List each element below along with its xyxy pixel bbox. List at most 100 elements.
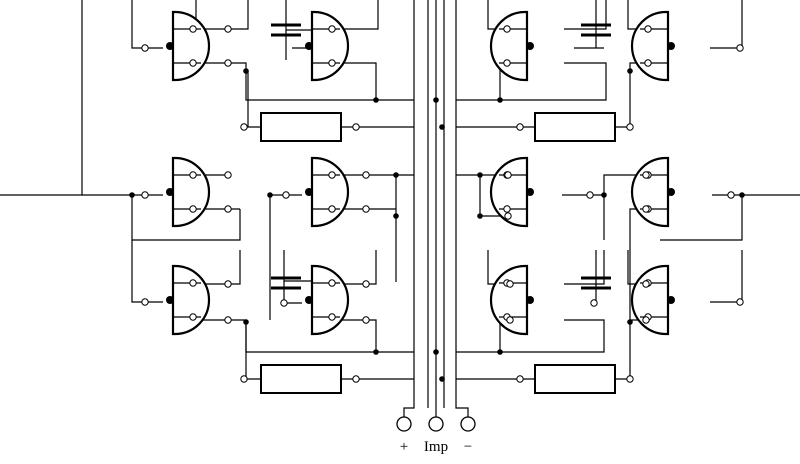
gate-body [171, 10, 211, 82]
pin [642, 316, 650, 324]
pin [516, 123, 524, 131]
wire [193, 62, 414, 101]
nand-gate [489, 10, 534, 82]
wire [193, 319, 414, 353]
pin [282, 191, 290, 199]
gate-body [489, 264, 529, 336]
pin [328, 313, 336, 321]
nand-gate [166, 10, 211, 82]
pin [240, 123, 248, 131]
wire [0, 0, 83, 196]
junction-dot [477, 172, 483, 178]
gate-output-bubble [526, 296, 534, 304]
pin [141, 44, 149, 52]
junction-dot [373, 349, 379, 355]
pin [189, 25, 197, 33]
wire [334, 250, 377, 285]
gate-body [630, 264, 670, 336]
pin [328, 59, 336, 67]
pin [626, 123, 634, 131]
nand-gate [489, 264, 534, 336]
junction-dot [497, 97, 503, 103]
pin [224, 316, 232, 324]
pin [224, 280, 232, 288]
gate-output-bubble [667, 42, 675, 50]
gate-output-bubble [305, 296, 313, 304]
pin [503, 25, 511, 33]
wire [283, 250, 312, 282]
pin [362, 205, 370, 213]
wire [562, 194, 605, 240]
gate-body [630, 10, 670, 82]
gate-body [310, 264, 350, 336]
pin [586, 191, 594, 199]
pin [240, 375, 248, 383]
pin [141, 298, 149, 306]
wire [455, 0, 469, 417]
wire [660, 195, 743, 241]
junction-dot [267, 192, 273, 198]
gate-output-bubble [166, 42, 174, 50]
pin [644, 25, 652, 33]
wire [334, 319, 377, 352]
terminal-minus-label: − [464, 439, 472, 455]
terminal-plus[interactable] [396, 416, 412, 432]
pin [644, 59, 652, 67]
pin [506, 280, 514, 288]
wire [334, 62, 377, 100]
terminal-imp[interactable] [428, 416, 444, 432]
pin [352, 375, 360, 383]
pin [504, 171, 512, 179]
wire [710, 250, 743, 303]
pin [727, 191, 735, 199]
wire [131, 0, 163, 49]
pin [362, 171, 370, 179]
pin [503, 205, 511, 213]
junction-dots [129, 68, 745, 382]
resistor [260, 364, 342, 394]
nand-gate [630, 156, 675, 228]
gate-output-bubble [166, 188, 174, 196]
nand-gate [305, 264, 350, 336]
junction-dot [393, 172, 399, 178]
pin [328, 279, 336, 287]
pin [189, 59, 197, 67]
pin [189, 313, 197, 321]
nand-gate [630, 264, 675, 336]
wire [283, 281, 302, 304]
capacitor [271, 276, 301, 290]
gate-body [630, 156, 670, 228]
pin [503, 59, 511, 67]
wire [603, 174, 646, 195]
pin [328, 171, 336, 179]
junction-dot [601, 192, 607, 198]
resistor [534, 364, 616, 394]
wire [334, 0, 379, 30]
pin [224, 59, 232, 67]
gate-body [310, 156, 350, 228]
terminal-minus[interactable] [460, 416, 476, 432]
pin [736, 44, 744, 52]
terminal-imp-label: Imp [424, 439, 448, 455]
nand-gate [630, 10, 675, 82]
wire [245, 320, 261, 380]
gate-body [171, 156, 211, 228]
pin [362, 316, 370, 324]
gate-output-bubble [166, 296, 174, 304]
pin [642, 280, 650, 288]
pin [189, 171, 197, 179]
junction-dot [433, 97, 439, 103]
pin [642, 171, 650, 179]
terminal-plus-label: + [400, 439, 408, 455]
terminals: + Imp − [396, 416, 476, 455]
pin [642, 205, 650, 213]
nand-gate [166, 156, 211, 228]
pin [189, 205, 197, 213]
resistor [534, 112, 616, 142]
pin [626, 375, 634, 383]
pin [328, 25, 336, 33]
gate-output-bubble [305, 188, 313, 196]
gate-output-bubble [526, 188, 534, 196]
wire [456, 62, 607, 101]
pin [516, 375, 524, 383]
